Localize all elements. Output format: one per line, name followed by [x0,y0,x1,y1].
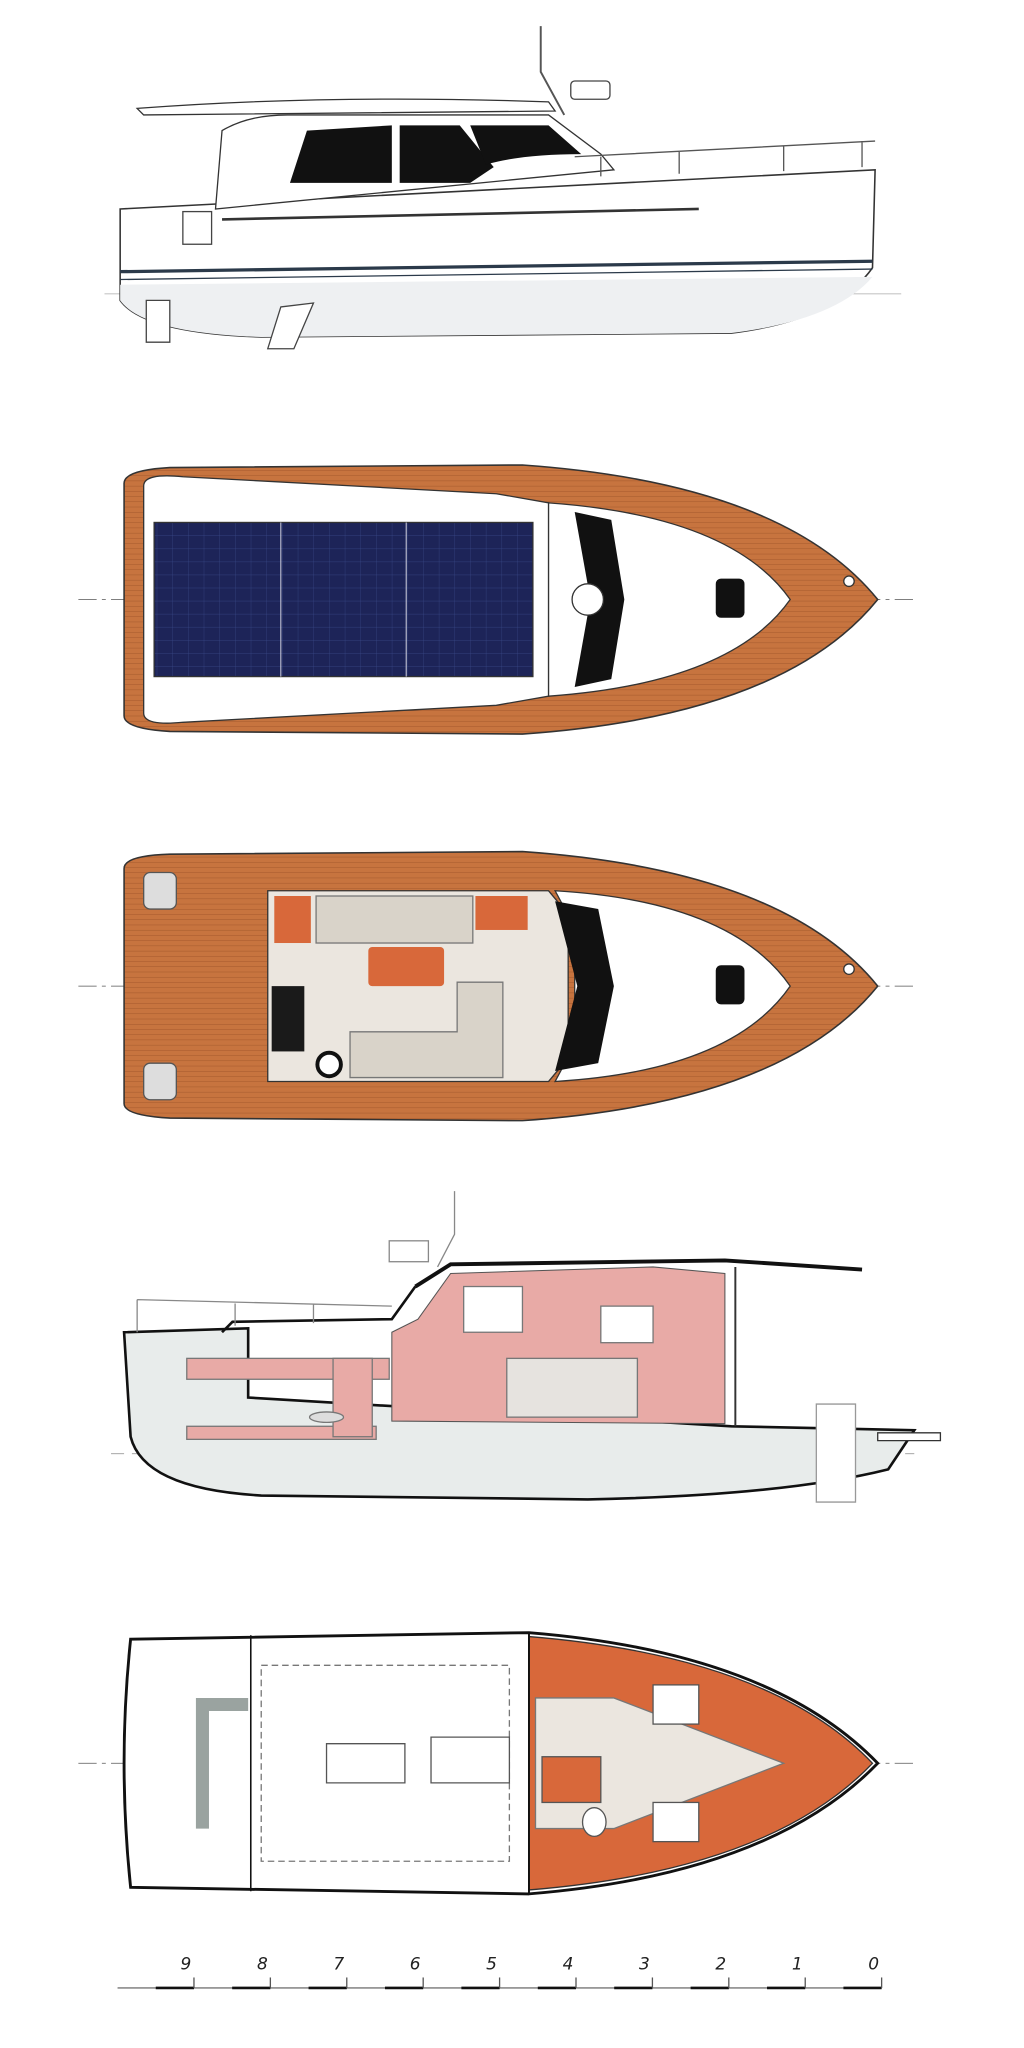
scale-label: 7 [333,1955,344,1975]
keel [266,302,315,350]
engine [325,1736,511,1784]
window [289,125,392,183]
window [399,125,494,183]
hull-stripe [120,259,873,274]
scale-label: 0 [868,1955,879,1975]
main-deck-layout-view [78,850,915,1122]
scale-label: 3 [639,1955,650,1975]
forward-berth [186,1425,377,1440]
radar-dome [570,80,611,100]
dinette-seat [506,1357,639,1418]
radar [388,1240,430,1263]
lower-deck-plan-view [78,1631,915,1896]
window [463,1285,524,1333]
pillow [652,1684,700,1725]
scale-label: 4 [563,1955,574,1975]
forward-hatch [715,965,745,1005]
longitudinal-section-view [111,1191,942,1503]
scale-label: 5 [486,1955,497,1975]
hardtop [414,1258,863,1289]
scale-bar: 0 1 2 3 4 5 6 7 8 9 [117,1955,883,1990]
foredeck [553,890,791,1083]
locker [332,1357,373,1438]
washbasin [308,1411,345,1424]
mast [436,1191,456,1268]
hull-underwater-shade [120,276,873,337]
helm-seat [315,1050,343,1079]
transom-door [182,210,213,245]
cabin-table [541,1756,602,1804]
galley-unit [271,986,305,1052]
aft-locker [143,871,177,910]
solar-panel-array [153,521,534,678]
anchor-windlass [843,575,855,588]
sofa-starboard [349,981,504,1079]
swim-platform [877,1432,942,1442]
radar-mast [539,26,566,116]
rubrail [222,207,699,221]
windscreen [555,901,614,1072]
sofa-port [315,895,474,944]
aft-locker [143,1062,177,1101]
bow-rail [574,140,876,177]
scale-label: 9 [181,1955,192,1975]
cockpit-step [195,1697,249,1829]
saloon-table [368,946,445,987]
guardrail [136,1298,392,1333]
hatch-round [571,583,605,616]
scale-label: 8 [257,1955,268,1975]
scale-label: 1 [792,1955,803,1975]
window [470,125,582,165]
forward-hatch [715,578,745,618]
scale-label: 2 [715,1955,726,1975]
anchor-windlass [843,963,855,976]
hull-stripe-thin [120,268,873,281]
hardtop-roof [135,98,557,116]
foredeck-line [221,1285,417,1334]
toilet [581,1807,607,1838]
deck-plan-view [78,464,915,735]
side-profile-view [104,26,902,350]
pillow [652,1801,700,1843]
cabinet [274,896,311,944]
cushion [475,896,528,930]
scale-label: 6 [410,1955,421,1975]
outboard-drive [145,299,171,343]
outboard-motor [815,1403,857,1503]
window [600,1305,654,1344]
